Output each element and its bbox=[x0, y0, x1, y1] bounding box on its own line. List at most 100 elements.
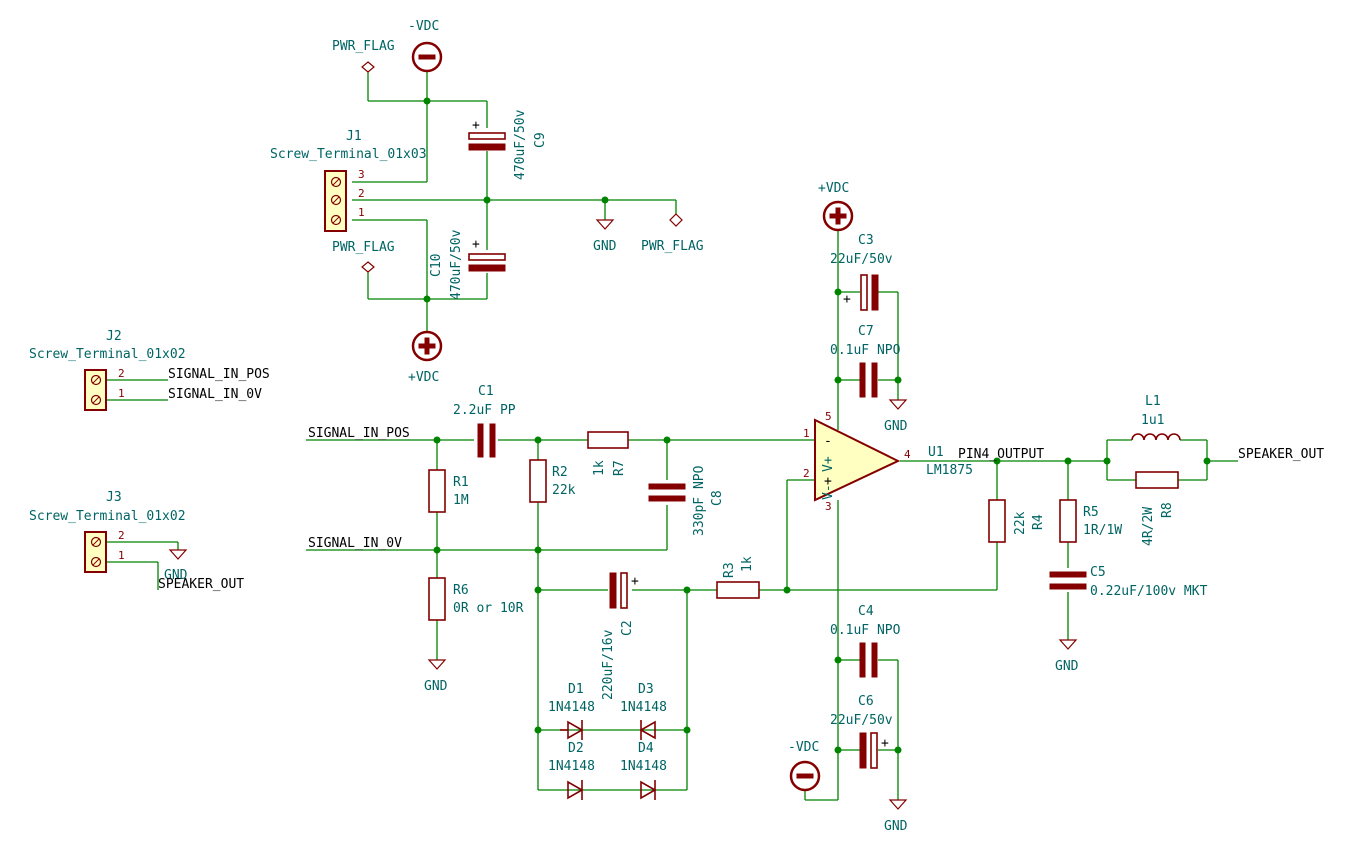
capacitor-c4: C4 0.1uF NPO bbox=[830, 604, 901, 678]
svg-text:2: 2 bbox=[803, 467, 810, 480]
inductor-l1: L1 1u1 bbox=[1131, 394, 1181, 441]
resistor-r7: 1k R7 bbox=[587, 431, 629, 476]
l1-ref: L1 bbox=[1145, 394, 1161, 409]
svg-text:1: 1 bbox=[118, 387, 125, 400]
gnd-icon: GND bbox=[164, 549, 188, 583]
svg-text:3: 3 bbox=[358, 168, 365, 181]
net-signal-in-pos-j2: SIGNAL_IN_POS bbox=[168, 367, 270, 382]
neg-vdc-top-label: -VDC bbox=[408, 19, 439, 34]
d1-ref: D1 bbox=[568, 682, 584, 697]
c8-value: 330pF NPO bbox=[692, 465, 707, 536]
capacitor-c6: + C6 22uF/50v bbox=[830, 694, 893, 769]
r5-ref: R5 bbox=[1083, 505, 1099, 520]
gnd-symbols: GND GND GND GND GND GND bbox=[164, 219, 1079, 834]
c4-value: 0.1uF NPO bbox=[830, 623, 901, 638]
c7-ref: C7 bbox=[858, 324, 874, 339]
gnd-label-j3: GND bbox=[164, 568, 188, 583]
c9-ref: C9 bbox=[533, 132, 548, 148]
gnd-icon: GND bbox=[593, 219, 617, 254]
r4-value: 22k bbox=[1013, 511, 1028, 535]
pos-vdc-right-label: +VDC bbox=[818, 181, 849, 196]
net-speaker-out-j3: SPEAKER_OUT bbox=[158, 577, 244, 592]
svg-text:-: - bbox=[824, 434, 832, 449]
gnd-label-r6: GND bbox=[424, 679, 448, 694]
r3-value: 1k bbox=[740, 556, 755, 572]
r1-value: 1M bbox=[453, 493, 469, 508]
r8-ref: R8 bbox=[1160, 502, 1175, 518]
d1-value: 1N4148 bbox=[548, 700, 595, 715]
svg-text:+: + bbox=[881, 736, 889, 751]
net-pin4-output: PIN4_OUTPUT bbox=[958, 447, 1044, 462]
c6-ref: C6 bbox=[858, 694, 874, 709]
capacitor-c1: C1 2.2uF PP bbox=[453, 384, 516, 458]
capacitor-c2: + 220uF/16v C2 bbox=[601, 572, 639, 700]
c1-value: 2.2uF PP bbox=[453, 403, 516, 418]
d2-ref: D2 bbox=[568, 741, 584, 756]
r1-ref: R1 bbox=[453, 475, 469, 490]
c3-value: 22uF/50v bbox=[830, 252, 893, 267]
neg-vdc-top: -VDC bbox=[408, 19, 443, 73]
net-speaker-out: SPEAKER_OUT bbox=[1238, 447, 1324, 462]
pwr-flag-label-1: PWR_FLAG bbox=[332, 39, 395, 54]
c2-value: 220uF/16v bbox=[601, 629, 616, 700]
c10-ref: C10 bbox=[429, 254, 444, 277]
capacitor-c9: + 470uF/50v C9 bbox=[468, 109, 548, 180]
neg-vdc-right: -VDC bbox=[788, 740, 821, 792]
c2-ref: C2 bbox=[620, 620, 635, 636]
c3-ref: C3 bbox=[858, 233, 874, 248]
diode-d4: D4 1N4148 bbox=[620, 741, 667, 800]
c8-ref: C8 bbox=[710, 490, 725, 506]
svg-text:+: + bbox=[843, 292, 851, 307]
r7-ref: R7 bbox=[612, 460, 627, 476]
neg-vdc-right-label: -VDC bbox=[788, 740, 819, 755]
r8-value: 4R/2W bbox=[1141, 507, 1156, 546]
r6-ref: R6 bbox=[453, 583, 469, 598]
d3-value: 1N4148 bbox=[620, 700, 667, 715]
c1-ref: C1 bbox=[478, 384, 494, 399]
gnd-icon: GND bbox=[1055, 639, 1079, 674]
resistor-r3: R3 1k bbox=[716, 556, 760, 599]
svg-text:V+: V+ bbox=[821, 456, 836, 472]
capacitor-c10: + C10 470uF/50v bbox=[429, 229, 506, 300]
j1-value: Screw_Terminal_01x03 bbox=[270, 147, 427, 162]
u1-ref: U1 bbox=[928, 445, 944, 460]
gnd-icon: GND bbox=[884, 399, 908, 434]
u1-value: LM1875 bbox=[926, 463, 973, 478]
resistor-r4: 22k R4 bbox=[988, 499, 1046, 543]
svg-text:+: + bbox=[472, 118, 480, 133]
r5-value: 1R/1W bbox=[1083, 523, 1122, 538]
diode-d3: D3 1N4148 bbox=[620, 682, 667, 740]
gnd-label-c7: GND bbox=[884, 419, 908, 434]
j1-ref: J1 bbox=[346, 129, 362, 144]
resistor-r5: R5 1R/1W bbox=[1059, 499, 1122, 543]
d4-value: 1N4148 bbox=[620, 759, 667, 774]
svg-text:5: 5 bbox=[825, 410, 832, 423]
c9-value: 470uF/50v bbox=[513, 109, 528, 180]
capacitor-c7: C7 0.1uF NPO bbox=[830, 324, 901, 398]
connector-j3: 2 1 J3 Screw_Terminal_01x02 SPEAKER_OUT bbox=[29, 490, 244, 592]
capacitor-c5: C5 0.22uF/100v MKT bbox=[1049, 565, 1208, 599]
pos-vdc-bottom: +VDC bbox=[408, 330, 443, 385]
j2-value: Screw_Terminal_01x02 bbox=[29, 347, 186, 362]
svg-text:4: 4 bbox=[904, 448, 911, 461]
svg-text:2: 2 bbox=[118, 367, 125, 380]
gnd-label-c5: GND bbox=[1055, 659, 1079, 674]
pwr-flag-label-3: PWR_FLAG bbox=[332, 240, 395, 255]
resistor-r8: 4R/2W R8 bbox=[1135, 471, 1179, 546]
c4-ref: C4 bbox=[858, 604, 874, 619]
capacitor-c8: 330pF NPO C8 bbox=[648, 465, 725, 536]
svg-text:2: 2 bbox=[118, 529, 125, 542]
pwr-flag-icon: PWR_FLAG bbox=[641, 213, 704, 254]
l1-value: 1u1 bbox=[1141, 413, 1164, 428]
svg-text:1: 1 bbox=[803, 427, 810, 440]
net-signal-in-0v: SIGNAL_IN_0V bbox=[308, 536, 402, 551]
resistor-r6: R6 0R or 10R bbox=[428, 577, 524, 621]
wires bbox=[105, 70, 1238, 801]
diode-d1: D1 1N4148 bbox=[548, 682, 595, 740]
junction-dots bbox=[423, 97, 1211, 754]
svg-text:V-: V- bbox=[821, 484, 836, 500]
svg-text:+: + bbox=[824, 474, 832, 489]
c10-value: 470uF/50v bbox=[449, 229, 464, 300]
gnd-label-c6: GND bbox=[884, 819, 908, 834]
